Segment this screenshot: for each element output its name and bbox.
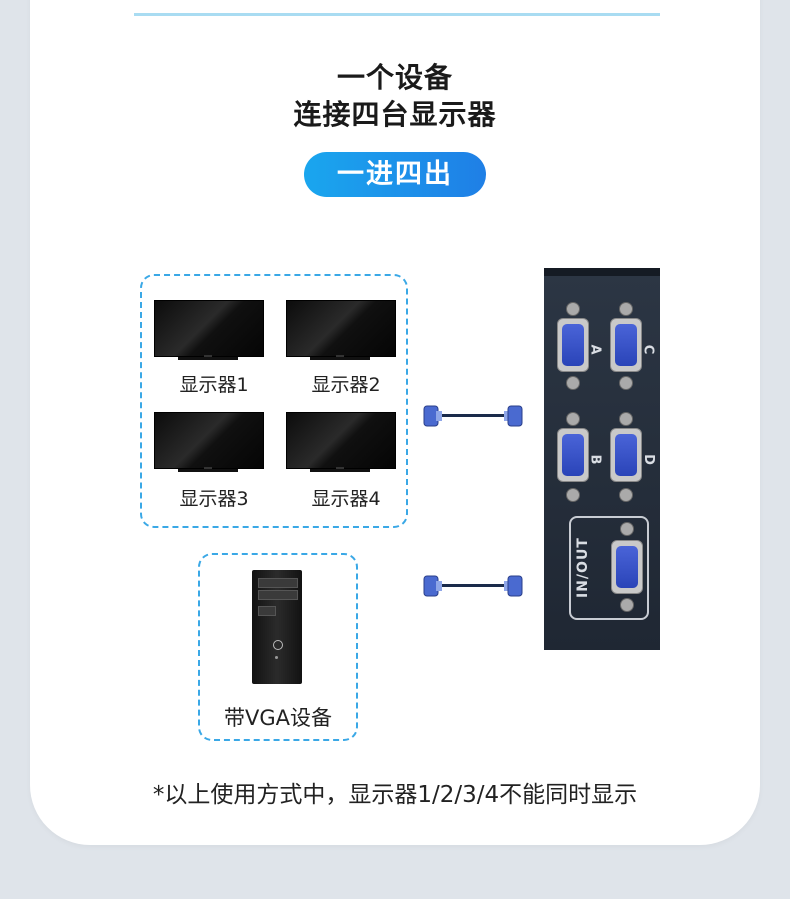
vga-port-icon (610, 318, 642, 372)
source-device-group (198, 553, 358, 741)
top-divider (134, 13, 660, 16)
monitor-3-label: 显示器3 (179, 488, 249, 510)
usage-note: *以上使用方式中，显示器1/2/3/4不能同时显示 (152, 782, 638, 808)
port-c-label: C (640, 344, 656, 355)
heading-line-2: 连接四台显示器 (293, 98, 497, 131)
port-b-label: B (587, 454, 603, 465)
port-a-label: A (587, 344, 603, 355)
vga-port-icon (611, 540, 643, 594)
monitor-1-label: 显示器1 (179, 374, 249, 396)
vga-port-icon (557, 318, 589, 372)
monitor-4-label: 显示器4 (311, 488, 381, 510)
monitors-group (140, 274, 408, 528)
vga-cable-icon (423, 405, 523, 427)
heading-line-1: 一个设备 (336, 61, 453, 94)
vga-port-icon (557, 428, 589, 482)
port-d-label: D (640, 454, 656, 465)
source-device-label: 带VGA设备 (223, 706, 332, 730)
vga-cable-icon (423, 575, 523, 597)
monitor-icon (286, 412, 396, 476)
vga-port-icon (610, 428, 642, 482)
io-label: IN/OUT (575, 537, 591, 598)
monitor-icon (154, 300, 264, 364)
monitor-icon (154, 412, 264, 476)
monitor-2-label: 显示器2 (311, 374, 381, 396)
mode-pill: 一进四出 (304, 152, 486, 197)
monitor-icon (286, 300, 396, 364)
pc-tower-icon (252, 570, 302, 684)
io-port-frame (569, 516, 649, 620)
